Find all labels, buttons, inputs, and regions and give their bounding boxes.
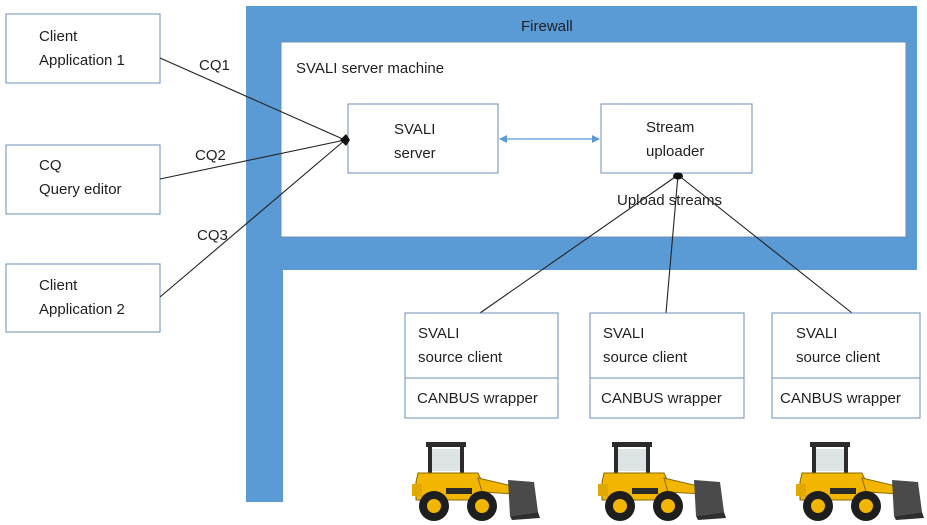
upload-stream-3 — [677, 174, 853, 314]
client-2-label: CQ Query editor — [39, 154, 122, 202]
stream-uploader-line1: Stream — [646, 119, 695, 136]
stream-uploader-box — [600, 103, 753, 174]
canbus-wrapper-1-label: CANBUS wrapper — [417, 390, 538, 407]
canbus-wrapper-box-1 — [404, 377, 559, 419]
upload-stream-1 — [479, 174, 679, 314]
source-client-boxes — [404, 312, 921, 419]
wheel-loader-icon — [795, 441, 925, 522]
cq3-connector — [159, 139, 346, 298]
source-client-2-line2: source client — [603, 349, 688, 366]
server-machine-label: SVALI server machine — [296, 60, 445, 77]
canbus-wrapper-2-label: CANBUS wrapper — [601, 390, 722, 407]
source-client-1-label: SVALI source client — [418, 322, 502, 370]
canbus-wrapper-box-2 — [589, 377, 745, 419]
source-client-3-line2: source client — [796, 349, 881, 366]
source-client-box-2 — [589, 312, 745, 379]
source-client-3-line1: SVALI — [796, 325, 838, 342]
upload-stream-connectors — [479, 174, 853, 314]
upload-streams-label: Upload streams — [617, 192, 723, 209]
client-1-label: Client Application 1 — [39, 25, 125, 73]
client-box-2 — [5, 144, 161, 215]
source-client-2-label: SVALI source client — [603, 322, 687, 370]
source-client-box-1 — [404, 312, 559, 379]
source-client-3-label: SVALI source client — [796, 322, 880, 370]
stream-uploader-line2: uploader — [646, 143, 705, 160]
firewall-vertical-band — [246, 260, 283, 502]
cq2-connector — [159, 139, 346, 180]
client-3-label: Client Application 2 — [39, 274, 125, 322]
canbus-wrapper-3-label: CANBUS wrapper — [780, 390, 901, 407]
uploader-connector-node — [673, 172, 683, 180]
upload-stream-2 — [665, 174, 679, 314]
server-connector-node — [340, 134, 350, 146]
source-client-1-line1: SVALI — [418, 325, 460, 342]
source-client-box-3 — [771, 312, 921, 379]
svali-server-line2: server — [394, 145, 436, 162]
client-3-line1: Client — [39, 277, 78, 294]
source-client-1-line2: source client — [418, 349, 503, 366]
wheel-loader-icon — [597, 441, 727, 522]
firewall-label: Firewall — [521, 18, 573, 35]
source-client-2-line1: SVALI — [603, 325, 645, 342]
wheel-loader-icon — [411, 441, 541, 522]
client-1-line2: Application 1 — [39, 52, 125, 69]
client-2-line2: Query editor — [39, 181, 122, 198]
cq3-label: CQ3 — [197, 227, 228, 244]
client-box-3 — [5, 263, 161, 333]
canbus-wrapper-box-3 — [771, 377, 921, 419]
cq1-connector — [159, 57, 346, 141]
cq1-label: CQ1 — [199, 57, 230, 74]
svali-server-line1: SVALI — [394, 121, 436, 138]
stream-uploader-label: Stream uploader — [646, 116, 704, 164]
cq2-label: CQ2 — [195, 147, 226, 164]
svali-server-label: SVALI server — [394, 118, 436, 166]
client-1-line1: Client — [39, 28, 78, 45]
svali-server-box — [347, 103, 499, 174]
client-2-line1: CQ — [39, 157, 62, 174]
client-3-line2: Application 2 — [39, 301, 125, 318]
cq-connectors — [159, 57, 346, 298]
firewall — [246, 6, 917, 502]
client-box-1 — [5, 13, 161, 84]
